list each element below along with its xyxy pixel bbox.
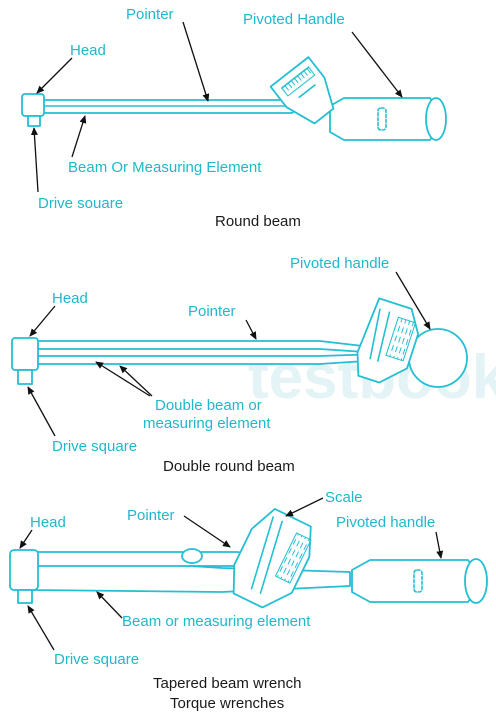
label-pointer-2: Pointer — [188, 303, 236, 320]
double-beam-scale — [356, 297, 419, 384]
label-drive-square-3: Drive square — [54, 651, 139, 668]
double-beam-drive-square — [17, 369, 33, 385]
leader-head-2 — [29, 305, 56, 337]
label-beam: Beam Or Measuring Element — [68, 159, 262, 176]
double-beam-lower — [31, 353, 381, 365]
leader-double-beam-b — [119, 365, 153, 397]
caption-tapered-beam: Tapered beam wrench — [153, 675, 301, 692]
tapered-beam-scale — [232, 508, 312, 609]
round-beam-drive-square — [27, 115, 41, 127]
leader-scale — [285, 497, 324, 517]
leader-pointer — [182, 21, 210, 102]
leader-beam — [71, 115, 87, 158]
label-pivoted-handle: Pivoted Handle — [243, 11, 345, 28]
leader-pointer-3 — [183, 515, 231, 548]
label-beam-3: Beam or measuring element — [122, 613, 311, 630]
leader-pivoted-handle-3 — [435, 531, 444, 559]
label-double-beam-line1: Double beam or — [155, 397, 262, 414]
label-pointer: Pointer — [126, 6, 174, 23]
leader-drive-square-3 — [27, 605, 55, 651]
label-pivoted-handle-2: Pivoted handle — [290, 255, 389, 272]
round-beam-handle-cap — [425, 97, 447, 141]
tapered-beam-wrench — [9, 508, 488, 609]
label-double-beam-line2: measuring element — [143, 415, 271, 432]
tapered-beam-drive-square — [17, 589, 33, 604]
leader-head-3 — [19, 529, 33, 549]
label-head-2: Head — [52, 290, 88, 307]
label-pivoted-handle-3: Pivoted handle — [336, 514, 435, 531]
leader-drive-square-2 — [27, 386, 56, 437]
leader-pointer-2 — [245, 319, 257, 340]
label-head: Head — [70, 42, 106, 59]
leader-head — [36, 57, 73, 94]
label-scale: Scale — [325, 489, 363, 506]
label-pointer-3: Pointer — [127, 507, 175, 524]
tapered-beam-handle-cap — [464, 558, 488, 604]
round-beam-head — [21, 93, 45, 117]
leader-pivoted-handle — [351, 31, 403, 98]
label-drive-square: Drive souare — [38, 195, 123, 212]
caption-double-round-beam: Double round beam — [163, 458, 295, 475]
tapered-beam-pointer-rod — [33, 551, 263, 567]
caption-round-beam: Round beam — [215, 213, 301, 230]
tapered-beam-head — [9, 549, 39, 591]
label-drive-square-2: Drive square — [52, 438, 137, 455]
double-round-beam-wrench — [11, 297, 468, 388]
leader-beam-3 — [96, 591, 123, 619]
round-beam-handle — [329, 97, 438, 141]
round-beam-wrench — [21, 56, 447, 141]
leader-double-beam-a — [95, 361, 151, 397]
leader-drive-square — [30, 127, 39, 193]
tapered-beam-pivot — [181, 548, 203, 564]
tapered-beam-handle-slot — [413, 569, 423, 593]
double-beam-head — [11, 337, 39, 371]
leader-pivoted-handle-2 — [395, 271, 431, 330]
round-beam-handle-slot — [377, 107, 387, 131]
round-beam-scale — [269, 56, 335, 125]
label-head-3: Head — [30, 514, 66, 531]
caption-torque-wrenches: Torque wrenches — [170, 695, 284, 712]
